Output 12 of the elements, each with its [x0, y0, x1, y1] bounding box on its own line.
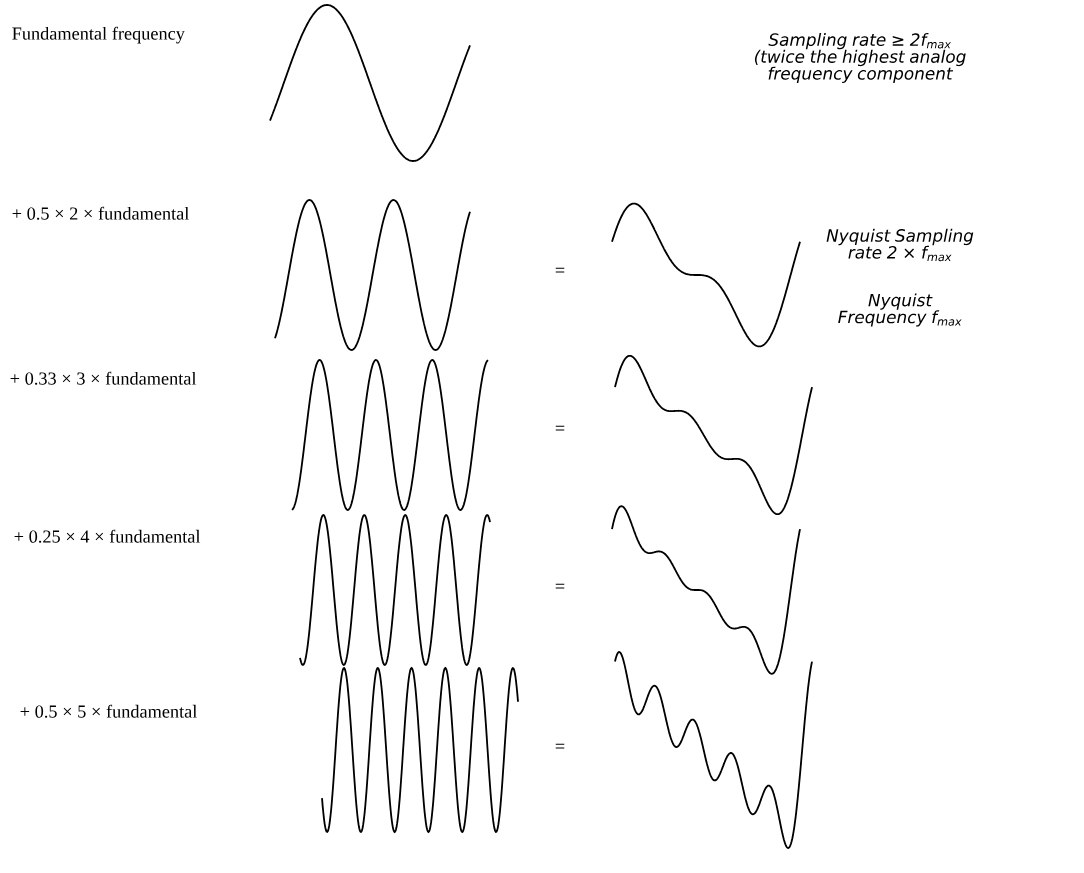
equals-sign: =: [555, 267, 565, 273]
equals-sign: =: [555, 425, 565, 431]
row-label: + 0.5 × 5 × fundamental: [20, 704, 197, 718]
row-label: + 0.33 × 3 × fundamental: [10, 371, 197, 385]
row-label: Fundamental frequency: [12, 26, 185, 44]
equals-sign: =: [555, 743, 565, 749]
equals-sign: =: [555, 583, 565, 589]
row-label: + 0.5 × 2 × fundamental: [12, 206, 189, 220]
handwritten-note: Sampling rate ≥ 2f$_{max}$ (twice the highest analog frequency component: [754, 32, 966, 84]
handwritten-note: Nyquist Frequency f$_{max}$: [838, 293, 962, 327]
row-label: + 0.25 × 4 × fundamental: [14, 529, 201, 543]
handwritten-note: Nyquist Sampling rate 2 × f$_{max}$: [826, 228, 974, 262]
